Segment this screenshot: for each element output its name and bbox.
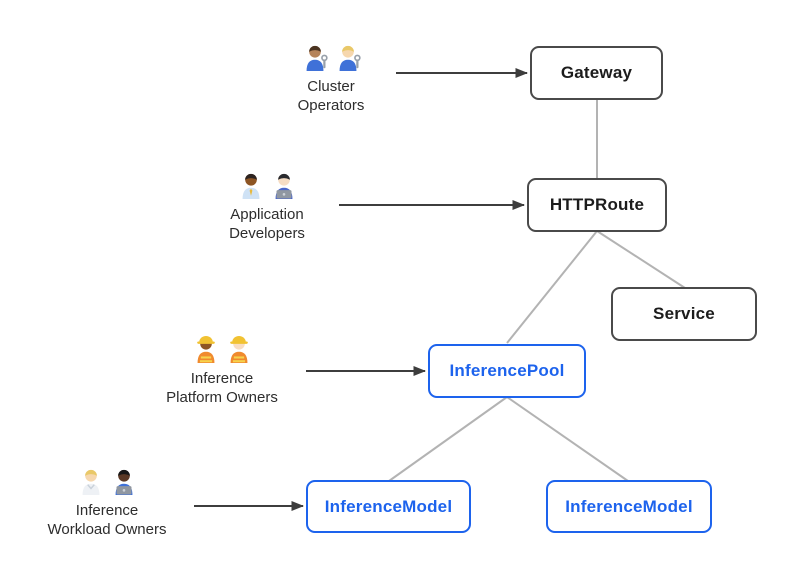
- node-label: HTTPRoute: [549, 195, 645, 214]
- node-service: Service: [611, 287, 757, 341]
- persona-label: Cluster Operators: [298, 77, 365, 115]
- persona-label-line: Cluster: [307, 78, 355, 95]
- man-mechanic-icon: [300, 40, 330, 72]
- edge-inferencepool-inferencemodel-right: [506, 396, 629, 482]
- woman-construction-worker-icon: [191, 332, 221, 364]
- persona-icons: [300, 40, 363, 72]
- node-label: Gateway: [560, 63, 633, 82]
- node-label: InferenceModel: [565, 496, 693, 516]
- persona-label-line: Developers: [229, 225, 305, 242]
- health-worker-icon: [76, 464, 106, 496]
- node-inference-model-left: InferenceModel: [306, 480, 471, 533]
- man-office-worker-icon: [236, 168, 266, 200]
- persona-cluster-operators: Cluster Operators: [256, 40, 406, 115]
- persona-icons: [236, 168, 299, 200]
- node-label: InferenceModel: [324, 496, 453, 516]
- woman-mechanic-icon: [333, 40, 363, 72]
- edge-httproute-inferencepool: [506, 230, 598, 344]
- woman-technologist-icon: [269, 168, 299, 200]
- persona-application-developers: Application Developers: [192, 168, 342, 243]
- persona-label-line: Inference: [190, 370, 254, 387]
- persona-label: Inference Workload Owners: [48, 501, 167, 539]
- persona-inference-workload-owners: Inference Workload Owners: [22, 464, 192, 539]
- node-httproute: HTTPRoute: [527, 178, 667, 232]
- node-inference-model-right: InferenceModel: [546, 480, 712, 533]
- edge-inferencepool-inferencemodel-left: [388, 396, 508, 482]
- man-construction-worker-icon: [224, 332, 254, 364]
- persona-icons: [191, 332, 254, 364]
- persona-label-line: Operators: [297, 97, 365, 114]
- persona-label-line: Workload Owners: [47, 521, 167, 538]
- node-label: Service: [653, 304, 715, 323]
- persona-inference-platform-owners: Inference Platform Owners: [142, 332, 302, 407]
- persona-label-line: Platform Owners: [166, 389, 278, 406]
- node-inference-pool: InferencePool: [428, 344, 586, 398]
- persona-label: Application Developers: [229, 205, 305, 243]
- persona-label-line: Inference: [75, 502, 139, 519]
- persona-label-line: Application: [230, 206, 304, 223]
- persona-label: Inference Platform Owners: [166, 369, 278, 407]
- node-gateway: Gateway: [530, 46, 663, 100]
- persona-icons: [76, 464, 139, 496]
- node-label: InferencePool: [449, 361, 565, 380]
- edge-httproute-service: [596, 230, 686, 289]
- man-technologist-icon: [109, 464, 139, 496]
